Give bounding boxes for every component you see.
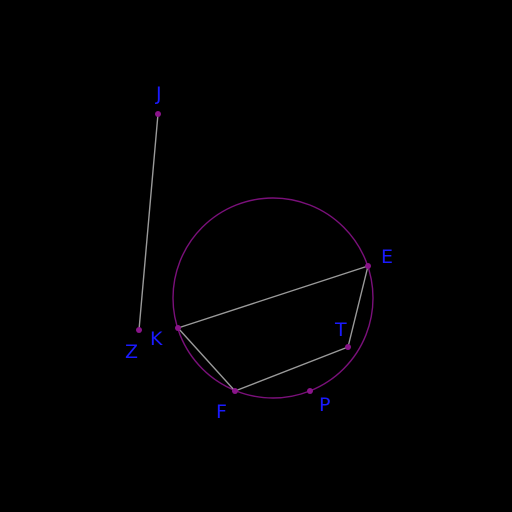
label-J: J (155, 83, 162, 105)
label-K: K (150, 328, 163, 350)
segment-ET (347, 265, 369, 348)
point-K (175, 325, 181, 331)
circle (172, 197, 374, 399)
point-J (155, 111, 161, 117)
label-E: E (381, 246, 393, 268)
segment-JZ (138, 113, 159, 331)
segment-TF (234, 346, 349, 392)
point-P (307, 388, 313, 394)
label-Z: Z (125, 341, 138, 363)
point-E (365, 263, 371, 269)
label-F: F (216, 401, 227, 423)
label-T: T (334, 319, 347, 341)
point-F (232, 388, 238, 394)
segment-KE (177, 265, 369, 329)
point-Z (136, 327, 142, 333)
label-P: P (319, 394, 330, 416)
point-T (345, 344, 351, 350)
segment-FK (177, 327, 236, 392)
